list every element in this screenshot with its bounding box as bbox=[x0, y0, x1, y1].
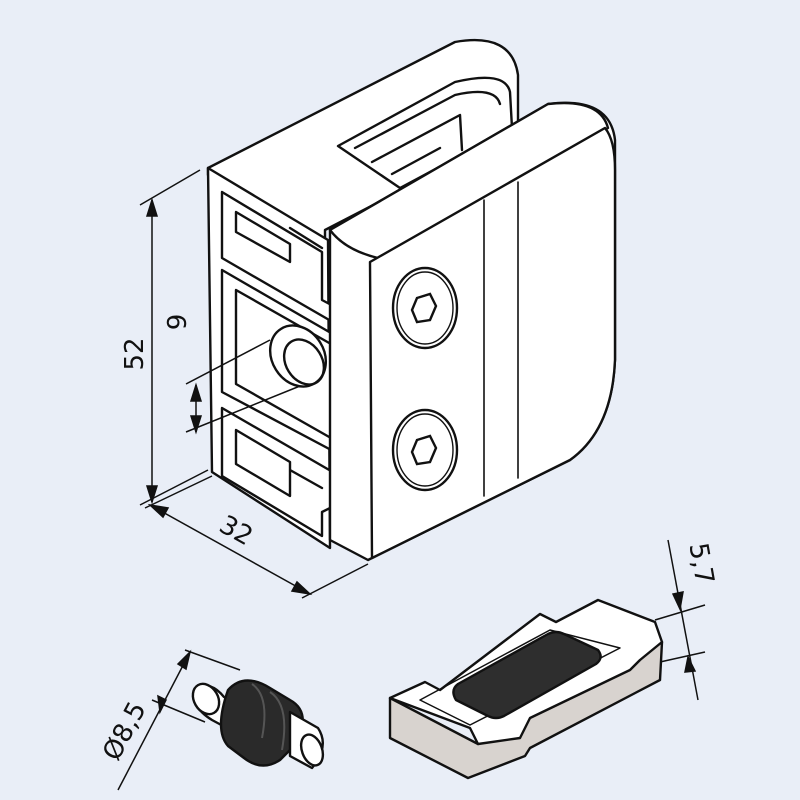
dim-32-ext-right bbox=[301, 563, 369, 599]
hex-screw-bottom bbox=[391, 408, 459, 492]
dim-57-ext-bottom bbox=[659, 651, 706, 663]
dim-9-ext-top bbox=[185, 339, 271, 385]
clamp-front-top bbox=[328, 101, 610, 260]
dim-pin-arrow-2 bbox=[157, 694, 168, 715]
hex-screw-rim bbox=[396, 271, 454, 345]
dim-9-arrow-top bbox=[189, 382, 203, 402]
dim-57-ext-top bbox=[654, 604, 706, 621]
pin-right-face bbox=[299, 733, 325, 767]
dim-32-ext-left bbox=[144, 475, 213, 509]
dim-52-ext-top bbox=[139, 169, 201, 206]
dim-9-arrow-bottom bbox=[189, 415, 203, 435]
dim-label-57: 5,7 bbox=[683, 541, 720, 587]
dim-57-arrow-bottom bbox=[684, 654, 697, 673]
hex-socket bbox=[410, 434, 438, 466]
hex-screw-rim bbox=[396, 413, 454, 487]
dim-pin-arrow bbox=[176, 649, 192, 671]
clamp-left-recess-bottom-inner bbox=[234, 428, 324, 498]
dim-9-ext-bottom bbox=[185, 385, 301, 433]
pin-left-face bbox=[191, 682, 221, 716]
dim-52-arrow-bottom bbox=[145, 485, 159, 505]
pin-sleeve-ring bbox=[251, 683, 286, 751]
dim-label-9: 9 bbox=[163, 314, 193, 331]
clamp-seam bbox=[483, 181, 519, 497]
dimension-lines bbox=[117, 169, 706, 791]
mounting-hole-inner bbox=[282, 338, 326, 386]
hex-screw-top bbox=[391, 266, 459, 350]
dim-52-arrow-top bbox=[145, 197, 159, 217]
hex-socket bbox=[410, 292, 438, 324]
rubber-insert bbox=[388, 598, 664, 780]
dim-57-line bbox=[667, 539, 699, 701]
dim-32-arrow-left bbox=[147, 503, 170, 519]
dim-32-line bbox=[149, 504, 311, 595]
dim-pin-ext-top bbox=[184, 649, 241, 671]
clamp-body bbox=[206, 38, 617, 562]
insert-pad bbox=[452, 630, 602, 720]
clamp-top-slot-inner bbox=[353, 90, 502, 176]
dim-32-arrow-right bbox=[290, 580, 313, 596]
clamp-left-recess-top-inner bbox=[234, 210, 324, 264]
dim-pin-line bbox=[117, 651, 191, 791]
dim-57-arrow-top bbox=[671, 591, 684, 612]
dim-label-52: 52 bbox=[120, 337, 150, 370]
safety-pin bbox=[191, 679, 325, 770]
insert-top-border bbox=[419, 629, 621, 726]
